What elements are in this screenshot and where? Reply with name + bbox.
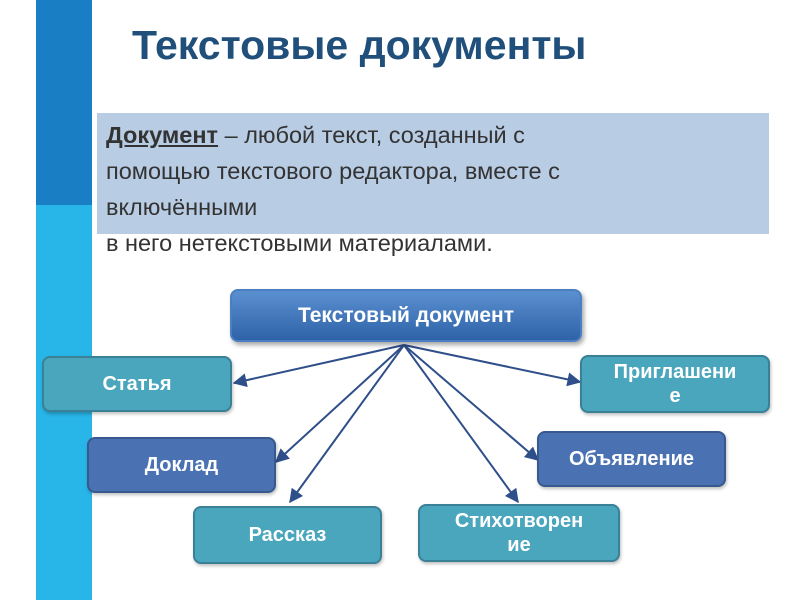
definition-line-3: включёнными	[106, 194, 258, 220]
node-report-label: Доклад	[144, 454, 219, 476]
arrow-to-article	[232, 344, 405, 388]
node-story: Рассказ	[193, 506, 382, 564]
node-announcement-label: Объявление	[569, 448, 694, 470]
node-article: Статья	[42, 356, 232, 412]
node-invitation: Приглашени е	[580, 355, 770, 413]
arrow-to-invitation	[403, 344, 582, 387]
node-poem-label-line-2: ие	[507, 534, 531, 556]
node-invitation-label-line-2: е	[669, 385, 681, 407]
definition-panel	[97, 113, 769, 234]
node-article-label: Статья	[102, 373, 172, 395]
node-story-label: Рассказ	[248, 524, 327, 546]
definition-line-4: в него нетекстовыми материалами.	[106, 230, 493, 256]
arrow-to-announcement	[403, 344, 540, 461]
root-node-text-document: Текстовый документ	[230, 289, 582, 342]
definition-text: Документ – любой текст, созданный с помо…	[106, 117, 756, 261]
sidebar-accent-dark	[36, 0, 92, 205]
slide-title: Текстовые документы	[132, 22, 587, 68]
node-poem-label-line-1: Стихотворен	[454, 510, 584, 532]
definition-line-1: Документ – любой текст, созданный с	[106, 117, 756, 153]
definition-term: Документ	[106, 122, 219, 148]
node-poem: Стихотворен ие	[418, 504, 620, 562]
arrow-to-poem	[403, 344, 519, 504]
node-invitation-label-line-1: Приглашени	[613, 361, 737, 383]
definition-line-2: помощью текстового редактора, вместе с	[106, 158, 560, 184]
arrow-to-report	[274, 344, 405, 463]
arrow-to-story	[289, 344, 405, 504]
node-report: Доклад	[87, 437, 276, 493]
definition-line-1-rest: – любой текст, созданный с	[218, 122, 525, 148]
node-announcement: Объявление	[537, 431, 726, 487]
